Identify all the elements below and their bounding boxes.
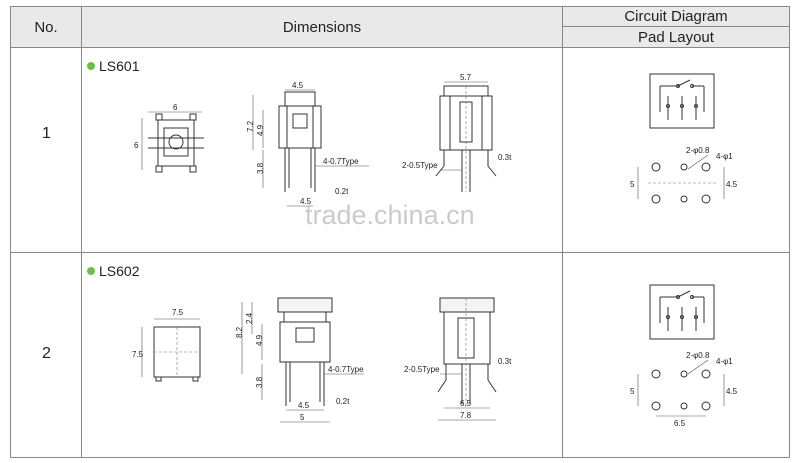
row-2-side-h1: 8.2 xyxy=(235,326,244,338)
row-divider xyxy=(11,252,789,253)
row-1-pad-w: 4.5 xyxy=(726,180,738,189)
row-2-side-t: 0.2t xyxy=(336,397,350,406)
header-circuit-label: Circuit Diagram xyxy=(624,8,728,25)
header-no-label: No. xyxy=(34,18,58,36)
header-dimensions-label: Dimensions xyxy=(282,18,362,36)
bullet-icon xyxy=(87,62,95,70)
row-2-pad-hole1: 2-φ0.8 xyxy=(686,351,710,360)
header-circuit: Circuit Diagram xyxy=(563,7,789,27)
row-2-pad-hole2: 4-φ1 xyxy=(716,357,733,366)
row-1-front-view: 6 6 xyxy=(134,103,204,173)
row-2-side-h2: 2.4 xyxy=(245,312,254,324)
row-1-pad-hole1: 2-φ0.8 xyxy=(686,146,710,155)
row-2-profile-w2: 7.8 xyxy=(460,411,472,420)
header-no: No. xyxy=(11,7,81,48)
row-2-front-view: 7.5 7.5 xyxy=(132,308,201,382)
row-2-number: 2 xyxy=(42,345,51,362)
row-2-side-h3: 4.9 xyxy=(255,334,264,346)
row-1-side-view: 4.5 7.2 4.9 3.8 4-0.7Type 0.2t 4.5 xyxy=(246,81,369,207)
row-2-side-h4: 3.8 xyxy=(255,376,264,388)
row-1-model-label: LS601 xyxy=(99,58,140,74)
col-divider-2 xyxy=(562,7,563,457)
row-1-profile-top: 5.7 xyxy=(460,73,472,82)
row-2-side-pitch: 4.5 xyxy=(298,401,310,410)
row-2-model-label: LS602 xyxy=(99,263,140,279)
row-2-front-width: 7.5 xyxy=(172,308,184,317)
row-1-model: LS601 xyxy=(87,58,139,74)
row-1-profile-leads: 2-0.5Type xyxy=(402,161,438,170)
row-1-side-h3: 3.8 xyxy=(256,162,265,174)
row-1-side-pins: 4-0.7Type xyxy=(323,157,359,166)
row-2-circuit-diagram xyxy=(649,284,715,340)
header-dimensions: Dimensions xyxy=(82,7,562,48)
row-1-side-top: 4.5 xyxy=(292,81,304,90)
row-1-pad-h: 5 xyxy=(630,180,635,189)
watermark: trade.china.cn xyxy=(305,200,475,230)
header-pad-label: Pad Layout xyxy=(638,28,714,46)
row-1-circuit-diagram xyxy=(649,73,715,129)
row-1-side-pitch: 4.5 xyxy=(300,197,312,206)
row-2-profile-view: 2-0.5Type 0.3t 6.5 7.8 xyxy=(404,297,512,421)
row-1-number: 1 xyxy=(42,125,51,142)
row-1-front-height: 6 xyxy=(134,141,139,150)
row-1-side-h1: 7.2 xyxy=(246,120,255,132)
row-2-pad-w2: 6.5 xyxy=(674,419,686,428)
row-1-pad-hole2: 4-φ1 xyxy=(716,152,733,161)
row-2-pad-h: 5 xyxy=(630,387,635,396)
row-2-profile-leads: 2-0.5Type xyxy=(404,365,440,374)
row-2-side-pins: 4-0.7Type xyxy=(328,365,364,374)
row-2-profile-t: 0.3t xyxy=(498,357,512,366)
row-1-front-width: 6 xyxy=(173,103,178,112)
row-1-side-t: 0.2t xyxy=(335,187,349,196)
spec-table: No. Dimensions Circuit Diagram Pad Layou… xyxy=(10,6,790,458)
row-2-pad-w1: 4.5 xyxy=(726,387,738,396)
row-1-side-h2: 4.9 xyxy=(256,124,265,136)
row-2-model: LS602 xyxy=(87,263,139,279)
row-2-side-view: 8.2 2.4 4.9 3.8 4-0.7Type 0.2t 4.5 5 xyxy=(235,297,364,423)
row-2-side-bottom: 5 xyxy=(300,413,305,422)
row-1-pad-layout: 2-φ0.8 4-φ1 5 4.5 xyxy=(630,146,738,204)
row-2-pad-layout: 2-φ0.8 4-φ1 5 4.5 6.5 xyxy=(630,351,738,428)
row-1-profile-view: 5.7 2-0.5Type 0.3t xyxy=(402,73,512,192)
row-2-front-height: 7.5 xyxy=(132,350,144,359)
row-1-profile-t: 0.3t xyxy=(498,153,512,162)
bullet-icon xyxy=(87,267,95,275)
header-pad: Pad Layout xyxy=(563,27,789,48)
row-2-profile-w1: 6.5 xyxy=(460,399,472,408)
col-divider-1 xyxy=(81,7,82,457)
